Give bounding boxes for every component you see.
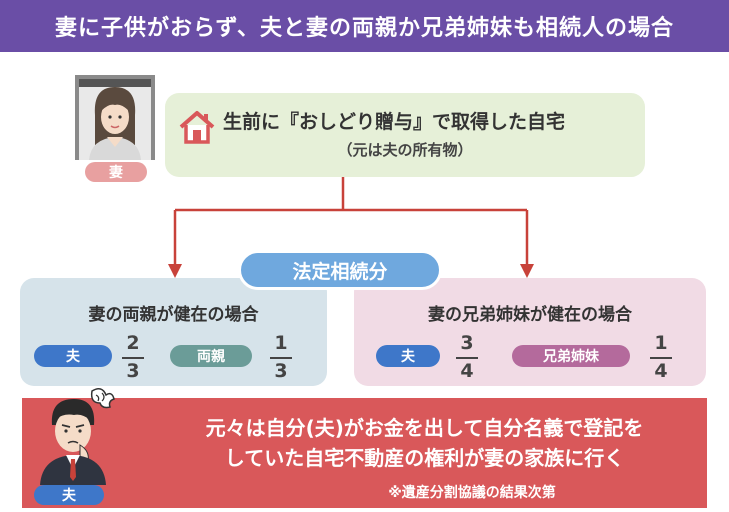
fraction-denominator: 3 xyxy=(126,360,140,382)
case-parents-box: 妻の両親が健在の場合 夫 2 3 両親 1 3 xyxy=(20,278,327,386)
house-icon xyxy=(177,107,217,147)
fraction-numerator: 1 xyxy=(654,332,668,354)
home-owner-note: （元は夫の所有物） xyxy=(337,141,473,159)
fraction-numerator: 2 xyxy=(126,332,140,354)
heir-pill-siblings: 兄弟姉妹 xyxy=(512,345,630,367)
home-acquired-box: 生前に『おしどり贈与』で取得した自宅 （元は夫の所有物） xyxy=(165,93,645,177)
share-fraction: 1 4 xyxy=(648,334,674,384)
wife-avatar xyxy=(75,75,155,160)
heir-pill-husband: 夫 xyxy=(376,345,440,367)
fraction-bar xyxy=(270,357,292,359)
case-siblings-box: 妻の兄弟姉妹が健在の場合 夫 3 4 兄弟姉妹 1 4 xyxy=(354,278,706,386)
heir-pill-parents: 両親 xyxy=(170,345,252,367)
share-fraction: 1 3 xyxy=(268,334,294,384)
share-fraction: 3 4 xyxy=(454,334,480,384)
share-fraction: 2 3 xyxy=(120,334,146,384)
page-title: 妻に子供がおらず、夫と妻の両親か兄弟姉妹も相続人の場合 xyxy=(0,0,729,52)
fraction-denominator: 4 xyxy=(654,360,668,382)
fraction-denominator: 4 xyxy=(460,360,474,382)
fraction-bar xyxy=(122,357,144,359)
outcome-line-1: 元々は自分(夫)がお金を出して自分名義で登記を xyxy=(205,416,644,440)
outcome-note: ※遺産分割協議の結果次第 xyxy=(388,485,556,501)
fraction-denominator: 3 xyxy=(274,360,288,382)
fraction-numerator: 3 xyxy=(460,332,474,354)
fraction-numerator: 1 xyxy=(274,332,288,354)
wife-badge: 妻 xyxy=(85,162,147,182)
case-title: 妻の両親が健在の場合 xyxy=(88,305,259,325)
heir-pill-husband: 夫 xyxy=(34,345,112,367)
fraction-bar xyxy=(456,357,478,359)
husband-avatar xyxy=(30,385,122,485)
legal-share-label: 法定相続分 xyxy=(238,250,442,290)
husband-badge: 夫 xyxy=(34,485,104,505)
home-acquired-text: 生前に『おしどり贈与』で取得した自宅 xyxy=(223,111,566,133)
outcome-box: 元々は自分(夫)がお金を出して自分名義で登記を していた自宅不動産の権利が妻の家… xyxy=(22,398,707,508)
case-title: 妻の兄弟姉妹が健在の場合 xyxy=(428,305,632,325)
outcome-line-2: していた自宅不動産の権利が妻の家族に行く xyxy=(224,446,625,470)
fraction-bar xyxy=(650,357,672,359)
